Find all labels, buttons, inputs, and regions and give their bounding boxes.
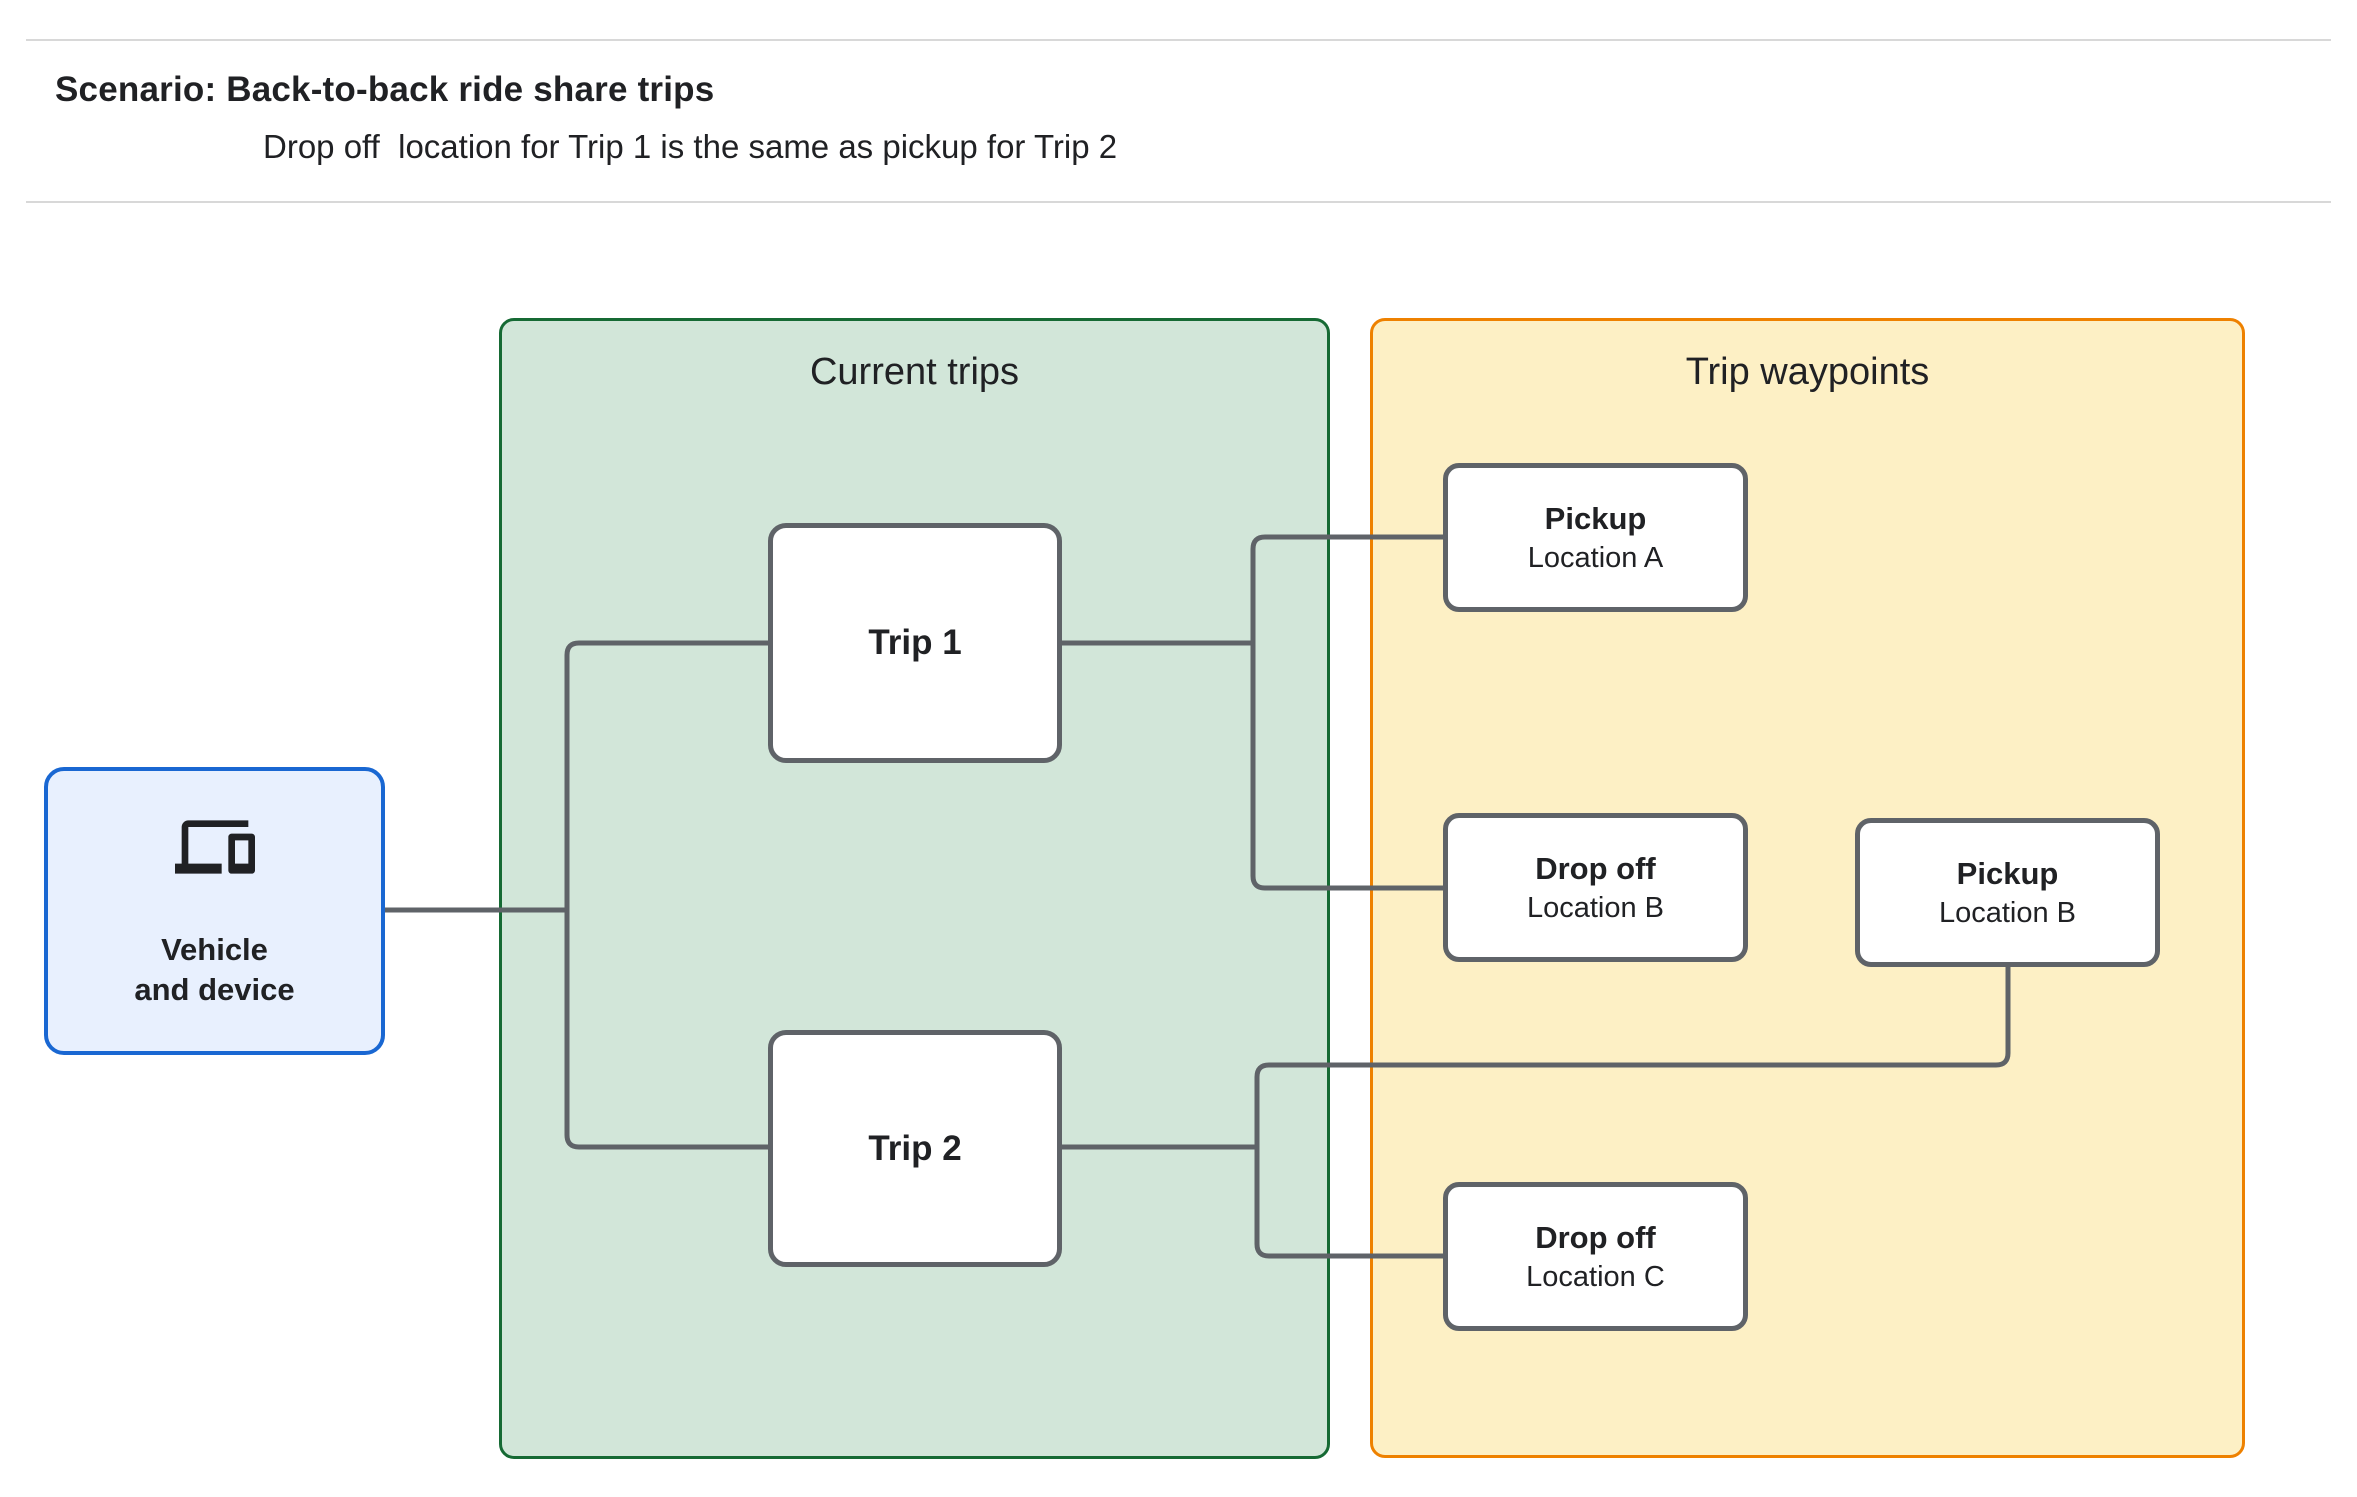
waypoint-type: Pickup xyxy=(1956,855,2059,891)
waypoint-type: Pickup xyxy=(1544,500,1647,536)
header-divider xyxy=(26,201,2331,203)
waypoint-dropoff-b-node: Drop off Location B xyxy=(1443,813,1748,962)
trip-2-node: Trip 2 xyxy=(768,1030,1062,1267)
trip-1-label: Trip 1 xyxy=(868,623,962,662)
top-divider xyxy=(26,39,2331,41)
vehicle-label: Vehicle and device xyxy=(134,930,294,1011)
waypoint-type: Drop off xyxy=(1535,850,1656,886)
trip-2-label: Trip 2 xyxy=(868,1128,962,1168)
current-trips-title: Current trips xyxy=(809,351,1020,393)
waypoint-pickup-b-node: Pickup Location B xyxy=(1855,818,2160,967)
vehicle-label-line2: and device xyxy=(134,972,295,1007)
page-subtitle: Drop off location for Trip 1 is the same… xyxy=(263,128,1118,165)
devices-icon xyxy=(174,820,255,874)
vehicle-label-line1: Vehicle xyxy=(161,931,268,967)
waypoint-type: Drop off xyxy=(1535,1219,1656,1255)
waypoint-location: Location A xyxy=(1527,541,1664,574)
waypoint-location: Location C xyxy=(1526,1260,1665,1293)
trip-waypoints-title: Trip waypoints xyxy=(1685,351,1930,393)
vehicle-node: Vehicle and device xyxy=(44,767,385,1055)
waypoint-pickup-a-node: Pickup Location A xyxy=(1443,463,1748,612)
waypoint-location: Location B xyxy=(1526,891,1665,924)
waypoint-dropoff-c-node: Drop off Location C xyxy=(1443,1182,1748,1331)
trip-1-node: Trip 1 xyxy=(768,523,1062,763)
page-title: Scenario: Back-to-back ride share trips xyxy=(55,70,715,109)
waypoint-location: Location B xyxy=(1938,896,2077,929)
current-trips-group: Current trips xyxy=(499,318,1330,1459)
